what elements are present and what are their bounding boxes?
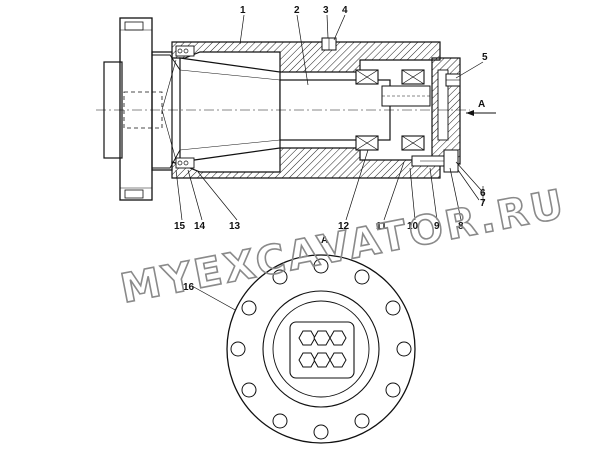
callout-16: 16	[183, 282, 195, 293]
callout-9: 9	[434, 221, 440, 232]
callout-15: 15	[174, 221, 186, 232]
bolt-plate	[289, 321, 355, 379]
callout-6: 6	[480, 188, 486, 199]
callout-4: 4	[342, 5, 348, 16]
hub-circle	[272, 300, 370, 398]
end-view-a	[226, 254, 416, 444]
callout-1: 1	[240, 5, 246, 16]
callout-10: 10	[407, 221, 419, 232]
callout-3: 3	[323, 5, 329, 16]
callout-5: 5	[482, 52, 488, 63]
cover-bolt-upper	[445, 73, 461, 87]
callout-8: 8	[458, 221, 464, 232]
callout-12: 12	[338, 221, 350, 232]
drain-plug	[321, 37, 337, 51]
callout-13: 13	[229, 221, 241, 232]
view-arrow-a: A	[466, 99, 496, 116]
callout-2: 2	[294, 5, 300, 16]
view-arrow-label: A	[478, 99, 485, 110]
flange	[103, 17, 163, 201]
callout-7: 7	[480, 198, 486, 209]
hex-bolts	[298, 330, 347, 368]
bearing-lower	[355, 135, 425, 151]
callout-11: 11	[376, 221, 387, 232]
section-view	[96, 17, 470, 201]
bearing-upper	[355, 69, 425, 85]
callout-14: 14	[194, 221, 206, 232]
flange-bolt-holes	[230, 258, 412, 440]
callouts: 1 2 3 4 5 6 7 8 9 10 11 12 13 14 15 16	[174, 5, 488, 293]
hub	[151, 51, 181, 171]
flange-inner-circle	[262, 290, 380, 408]
seal-assembly	[175, 45, 195, 169]
view-title-a: A	[321, 235, 328, 246]
